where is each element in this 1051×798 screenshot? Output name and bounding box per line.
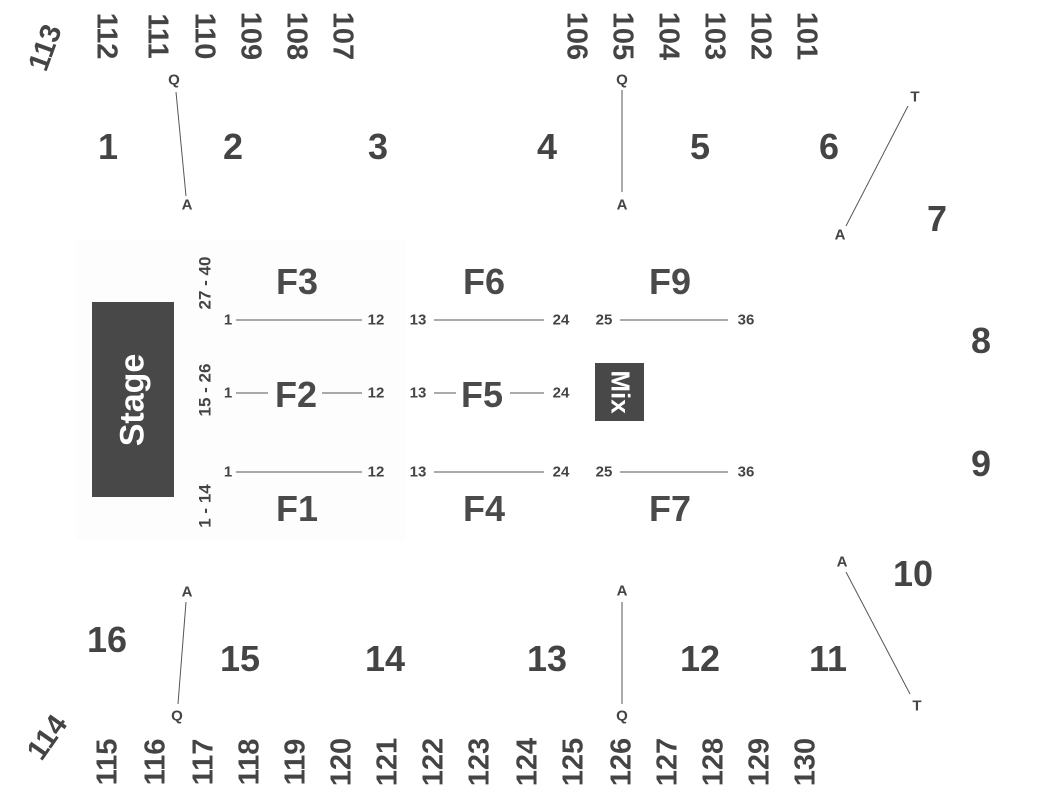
row-letter-q: Q (168, 71, 180, 89)
column-129[interactable]: 129 (743, 737, 776, 787)
column-102[interactable]: 102 (744, 11, 777, 61)
aisle-line-right-top (845, 105, 909, 227)
column-123[interactable]: 123 (463, 737, 496, 787)
seat-number: 12 (367, 463, 385, 481)
row-letter-q: Q (616, 71, 628, 89)
stage-label: Stage (113, 353, 152, 446)
seat-number: 1 (223, 384, 233, 402)
section-3[interactable]: 3 (367, 126, 389, 167)
column-119[interactable]: 119 (279, 738, 312, 786)
column-112[interactable]: 112 (90, 12, 123, 60)
row-letter-q: Q (171, 707, 183, 725)
row-letter-t: T (910, 88, 920, 106)
row-letter-a: A (616, 582, 628, 600)
seat-number: 12 (367, 384, 385, 402)
column-120[interactable]: 120 (325, 737, 358, 787)
seat-number: 24 (552, 463, 570, 481)
stage[interactable]: Stage (92, 302, 174, 497)
column-118[interactable]: 118 (233, 738, 266, 786)
row-range-f2: 15 - 26 (195, 363, 215, 417)
section-f2[interactable]: F2 (274, 374, 318, 415)
row-range-f3: 27 - 40 (195, 256, 215, 310)
column-107[interactable]: 107 (326, 11, 359, 61)
seat-number: 36 (737, 463, 755, 481)
column-103[interactable]: 103 (698, 11, 731, 61)
column-126[interactable]: 126 (605, 737, 638, 787)
column-111[interactable]: 111 (141, 13, 174, 59)
mix-label: Mix (605, 370, 635, 414)
section-11[interactable]: 11 (808, 638, 848, 679)
section-10[interactable]: 10 (892, 553, 934, 594)
section-f1[interactable]: F1 (275, 488, 319, 529)
aisle-line-right-bottom (845, 571, 911, 695)
column-122[interactable]: 122 (417, 737, 450, 787)
aisle-line-left-top (175, 91, 187, 197)
column-110[interactable]: 110 (188, 12, 221, 60)
seat-number: 12 (367, 311, 385, 329)
row-letter-a: A (836, 553, 848, 571)
seat-number: 13 (409, 311, 427, 329)
column-115[interactable]: 115 (91, 738, 124, 786)
section-5[interactable]: 5 (689, 126, 711, 167)
seat-number: 25 (595, 463, 613, 481)
column-125[interactable]: 125 (557, 737, 590, 787)
row-letter-a: A (616, 196, 628, 214)
aisle-line-left-bottom (177, 601, 187, 705)
section-13[interactable]: 13 (526, 638, 568, 679)
section-9[interactable]: 9 (970, 443, 992, 484)
seat-number: 36 (737, 311, 755, 329)
column-124[interactable]: 124 (511, 737, 544, 787)
section-f6[interactable]: F6 (462, 261, 506, 302)
row-letter-t: T (912, 697, 922, 715)
section-8[interactable]: 8 (970, 320, 992, 361)
seat-number: 25 (595, 311, 613, 329)
section-14[interactable]: 14 (364, 638, 406, 679)
section-f5[interactable]: F5 (460, 374, 504, 415)
column-108[interactable]: 108 (280, 11, 313, 61)
section-7[interactable]: 7 (926, 198, 948, 239)
column-116[interactable]: 116 (139, 738, 172, 786)
seat-number: 24 (552, 384, 570, 402)
row-letter-q: Q (616, 707, 628, 725)
seat-number: 13 (409, 463, 427, 481)
seat-number: 24 (552, 311, 570, 329)
column-117[interactable]: 117 (187, 738, 220, 786)
section-16[interactable]: 16 (86, 619, 128, 660)
column-106[interactable]: 106 (560, 11, 593, 61)
section-6[interactable]: 6 (818, 126, 840, 167)
section-f4[interactable]: F4 (462, 488, 506, 529)
seat-number: 1 (223, 463, 233, 481)
seat-number: 1 (223, 311, 233, 329)
row-letter-a: A (181, 196, 193, 214)
column-104[interactable]: 104 (652, 11, 685, 61)
row-letter-a: A (181, 583, 193, 601)
column-105[interactable]: 105 (606, 11, 639, 61)
column-130[interactable]: 130 (789, 737, 822, 787)
row-range-f1: 1 - 14 (195, 484, 215, 528)
section-4[interactable]: 4 (536, 126, 558, 167)
row-letter-a: A (834, 226, 846, 244)
section-f9[interactable]: F9 (648, 261, 692, 302)
section-1[interactable]: 1 (97, 126, 119, 167)
section-15[interactable]: 15 (219, 638, 261, 679)
seat-number: 13 (409, 384, 427, 402)
column-101[interactable]: 101 (790, 11, 823, 61)
section-2[interactable]: 2 (222, 126, 244, 167)
section-f3[interactable]: F3 (275, 261, 319, 302)
column-109[interactable]: 109 (234, 11, 267, 61)
column-127[interactable]: 127 (651, 737, 684, 787)
column-121[interactable]: 121 (371, 737, 404, 787)
mix-position: Mix (595, 363, 644, 421)
section-f7[interactable]: F7 (648, 488, 692, 529)
column-128[interactable]: 128 (697, 737, 730, 787)
section-12[interactable]: 12 (679, 638, 721, 679)
